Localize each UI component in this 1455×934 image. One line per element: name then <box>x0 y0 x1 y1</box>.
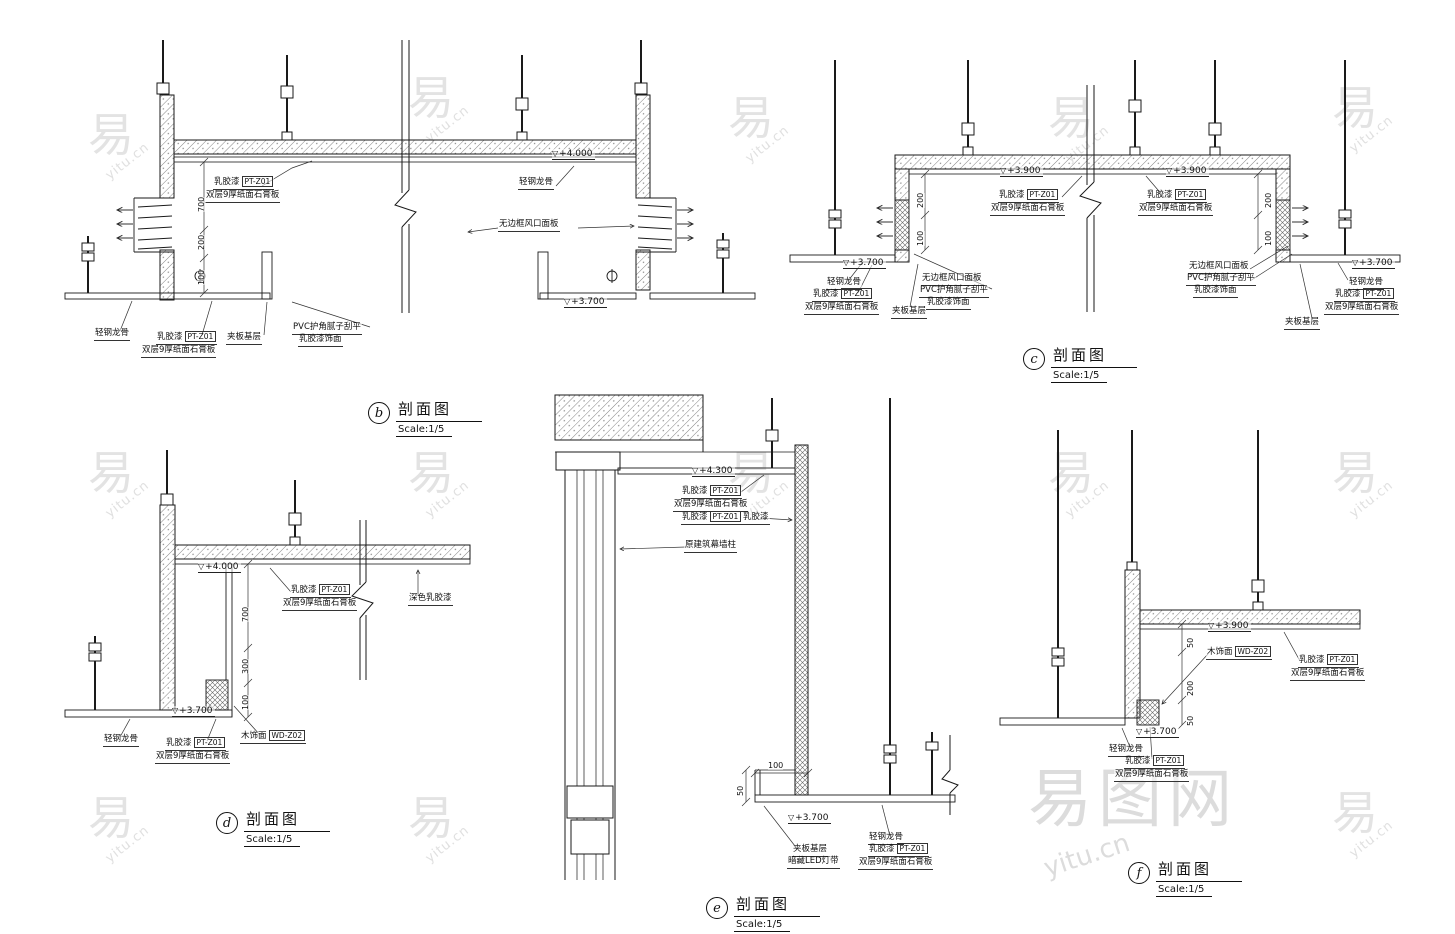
section-e-linework <box>554 394 959 880</box>
section-d-linework <box>64 450 471 742</box>
section-f-linework <box>999 430 1361 760</box>
section-c-linework <box>789 60 1401 319</box>
section-b-linework <box>64 40 756 336</box>
